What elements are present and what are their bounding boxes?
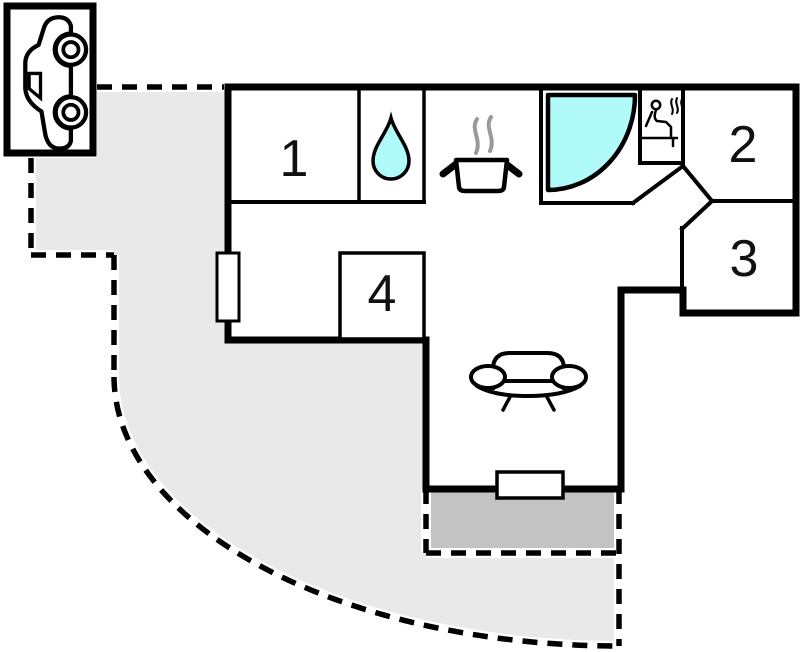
sauna-steam-icon — [670, 97, 684, 115]
room-3-label: 3 — [730, 230, 759, 288]
steam-icon — [472, 115, 494, 155]
carport — [3, 2, 97, 157]
pot-handle-left — [439, 160, 460, 178]
room-4-label: 4 — [368, 265, 397, 323]
sauna-person-body — [653, 108, 673, 138]
wall-room3-diagonal — [679, 198, 715, 232]
room-2-label: 2 — [729, 116, 758, 174]
sofa-hem — [475, 384, 582, 398]
interior-walls — [226, 85, 798, 293]
sauna-person-arm — [644, 110, 654, 128]
water-drop-icon — [371, 111, 411, 181]
sauna-person-head — [650, 99, 662, 111]
sauna-bench — [639, 136, 679, 148]
wall-shower-diagonal — [630, 163, 686, 206]
sofa-leg-left — [501, 395, 512, 412]
car-window — [27, 71, 43, 102]
room-1-label: 1 — [280, 130, 309, 188]
sofa-armrest-right — [550, 364, 588, 390]
sofa-armrest-left — [469, 364, 507, 390]
room-4-walls — [338, 251, 426, 341]
sofa-icon — [469, 351, 588, 412]
shower-quarter-circle — [545, 92, 638, 193]
door-marker — [495, 470, 565, 500]
sauna-person-icon — [639, 97, 684, 148]
cooking-pot-icon — [439, 115, 523, 194]
window-marker — [215, 251, 241, 323]
pot-body — [453, 157, 510, 194]
car-wheel-rear-hub — [61, 40, 81, 60]
wall-hall-diagonal-right — [680, 163, 715, 204]
sofa-leg-right — [545, 395, 556, 412]
dashed-plot-boundary — [28, 84, 622, 649]
car-wheel-front-hub — [61, 102, 81, 122]
dashed-curve-segment — [111, 376, 622, 649]
car-icon — [23, 15, 89, 151]
